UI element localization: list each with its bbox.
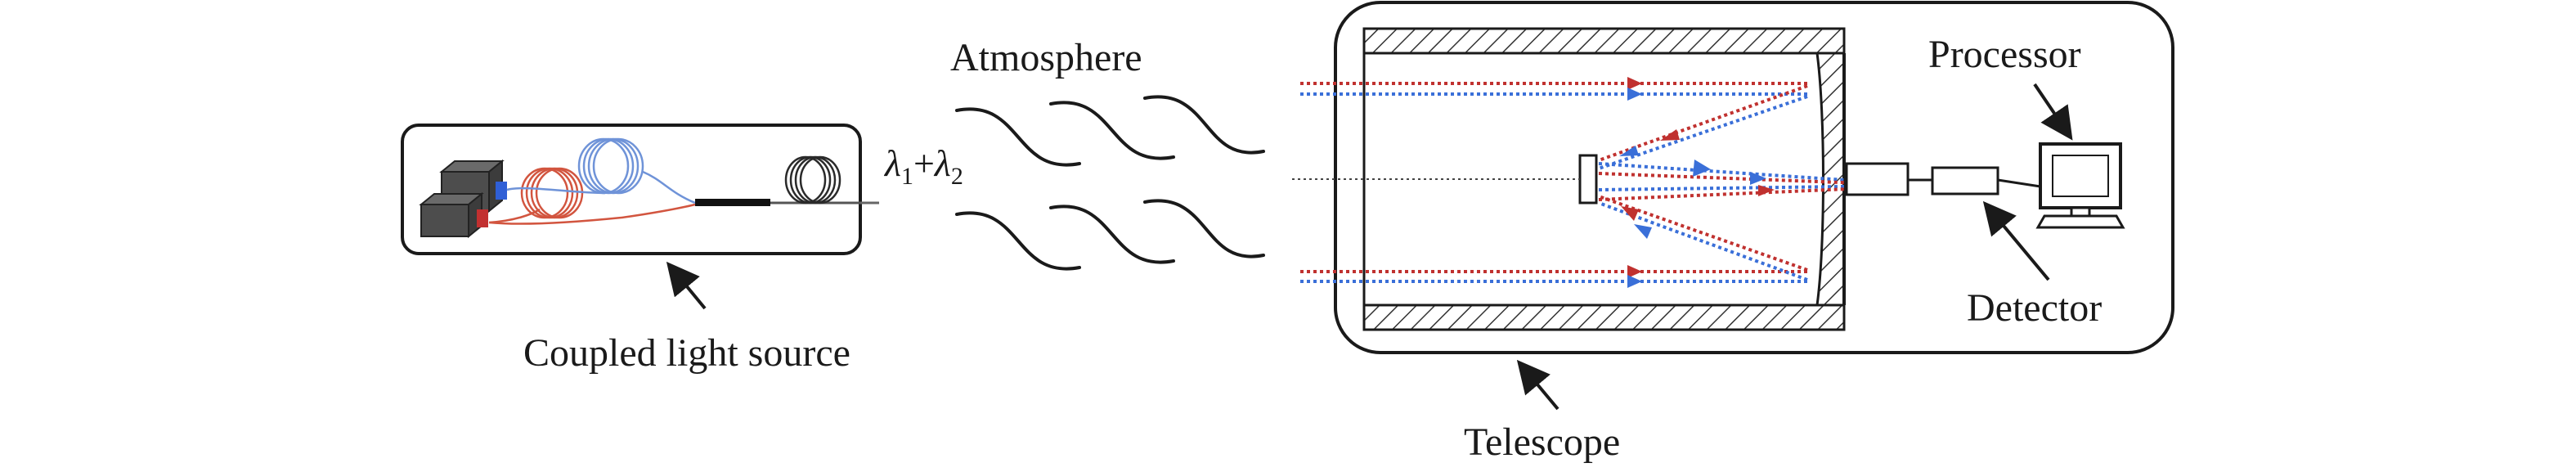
- detector-label: Detector: [1967, 286, 2102, 330]
- output-fiber-coil-icon: [784, 155, 841, 205]
- detector-pointer-arrow: [1982, 200, 2050, 281]
- red-fiber-coil-icon: [488, 167, 696, 225]
- primary-mirror: [1815, 52, 1846, 307]
- secondary-mirror: [1578, 154, 1598, 205]
- atmosphere-label: Atmosphere: [950, 36, 1142, 79]
- tube-bottom-wall: [1362, 303, 1846, 331]
- detector-box: [1931, 166, 1999, 196]
- eyepiece: [1845, 162, 1910, 196]
- fiber-coupler: [695, 199, 770, 206]
- processor-computer-icon: [2035, 142, 2125, 229]
- coupled-light-source-label: Coupled light source: [523, 331, 850, 375]
- wavelength-label: λ1+λ2: [883, 142, 963, 190]
- blue-fiber-coil-icon: [506, 137, 696, 205]
- atmosphere-turbulence: [955, 95, 1265, 271]
- light-source-box: [401, 124, 862, 255]
- light-source-pointer-arrow: [666, 261, 707, 310]
- tube-top-wall: [1362, 27, 1846, 55]
- processor-label: Processor: [1928, 33, 2081, 76]
- coupled-light-source: Coupled light source: [401, 124, 879, 375]
- telescope: Processor Detector Telescope: [1292, 1, 2174, 464]
- telescope-enclosure: [1334, 1, 2174, 354]
- telescope-label: Telescope: [1464, 420, 1620, 464]
- telescope-pointer-arrow: [1516, 359, 1560, 411]
- laser-red-icon: [419, 191, 488, 239]
- processor-pointer-arrow: [2033, 83, 2073, 141]
